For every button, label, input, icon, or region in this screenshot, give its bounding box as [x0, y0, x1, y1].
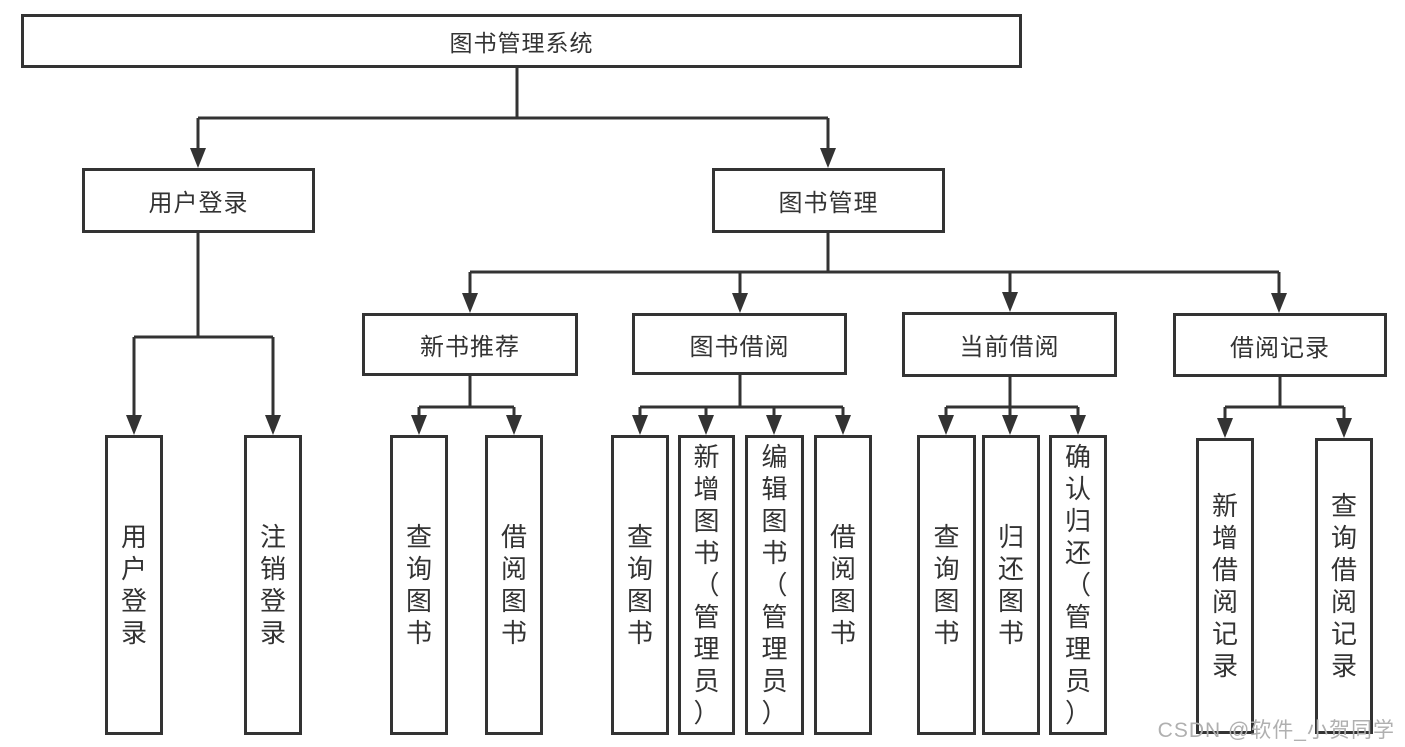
node-book-borrow-label: 图书借阅 — [689, 333, 790, 361]
node-current-borrow-label: 当前借阅 — [959, 334, 1060, 361]
node-book-mgmt-branch-label: 图书管理 — [778, 190, 879, 217]
leaf-borrow-book-rec: 借阅图书 — [485, 435, 543, 735]
csdn-watermark: CSDN @软件_小贺同学 — [1157, 719, 1395, 742]
leaf-user-login: 用户登录 — [105, 435, 163, 735]
leaf-edit-book-admin: 编辑图书（管理员） — [745, 435, 804, 735]
leaf-return-book-label: 归还图书 — [997, 522, 1024, 648]
node-root: 图书管理系统 — [21, 14, 1022, 68]
node-borrow-records: 借阅记录 — [1173, 313, 1387, 377]
arrowhead — [126, 415, 281, 435]
arrowhead — [632, 415, 851, 435]
root-connectors — [190, 68, 836, 168]
node-book-borrow: 图书借阅 — [632, 313, 847, 375]
current-borrow-connectors — [938, 377, 1086, 435]
node-current-borrow: 当前借阅 — [902, 312, 1117, 377]
leaf-borrow-book-borrow-label: 借阅图书 — [829, 522, 856, 648]
borrow-records-connectors — [1217, 377, 1352, 438]
book-mgmt-connectors — [462, 233, 1287, 313]
node-new-book-rec-label: 新书推荐 — [420, 334, 520, 361]
leaf-query-book-rec-label: 查询图书 — [405, 522, 432, 648]
leaf-edit-book-admin-label: 编辑图书（管理员） — [761, 442, 788, 728]
leaf-logout-label: 注销登录 — [259, 522, 286, 648]
leaf-add-borrow-record-label: 新增借阅记录 — [1211, 491, 1238, 681]
node-user-login-branch-label: 用户登录 — [148, 190, 249, 217]
arrowhead — [190, 148, 836, 168]
leaf-query-book-rec: 查询图书 — [390, 435, 448, 735]
leaf-add-book-admin-label: 新增图书（管理员） — [693, 442, 720, 728]
leaf-confirm-return-admin: 确认归还（管理员） — [1049, 435, 1107, 735]
arrowhead — [938, 415, 1086, 435]
arrowhead — [411, 415, 522, 435]
arrowhead — [1217, 418, 1352, 438]
leaf-confirm-return-admin-label: 确认归还（管理员） — [1064, 442, 1091, 728]
book-borrow-connectors — [632, 375, 851, 435]
leaf-borrow-book-rec-label: 借阅图书 — [500, 522, 527, 648]
leaf-logout: 注销登录 — [244, 435, 302, 735]
leaf-query-book-current: 查询图书 — [917, 435, 976, 735]
leaf-query-book-borrow: 查询图书 — [611, 435, 669, 735]
arrowhead — [462, 292, 1287, 313]
leaf-user-login-label: 用户登录 — [120, 522, 147, 648]
node-borrow-records-label: 借阅记录 — [1230, 334, 1330, 362]
new-book-rec-connectors — [411, 376, 522, 435]
node-user-login-branch: 用户登录 — [82, 168, 315, 233]
node-root-label: 图书管理系统 — [449, 30, 594, 56]
user-login-connectors — [126, 233, 281, 435]
leaf-query-book-current-label: 查询图书 — [933, 522, 960, 648]
leaf-add-book-admin: 新增图书（管理员） — [678, 435, 735, 735]
node-book-mgmt-branch: 图书管理 — [712, 168, 945, 233]
leaf-return-book: 归还图书 — [982, 435, 1040, 735]
leaf-query-borrow-record-label: 查询借阅记录 — [1330, 491, 1357, 681]
leaf-query-borrow-record: 查询借阅记录 — [1315, 438, 1373, 734]
leaf-borrow-book-borrow: 借阅图书 — [814, 435, 872, 735]
node-new-book-rec: 新书推荐 — [362, 313, 578, 376]
leaf-add-borrow-record: 新增借阅记录 — [1196, 438, 1254, 734]
leaf-query-book-borrow-label: 查询图书 — [626, 522, 653, 648]
